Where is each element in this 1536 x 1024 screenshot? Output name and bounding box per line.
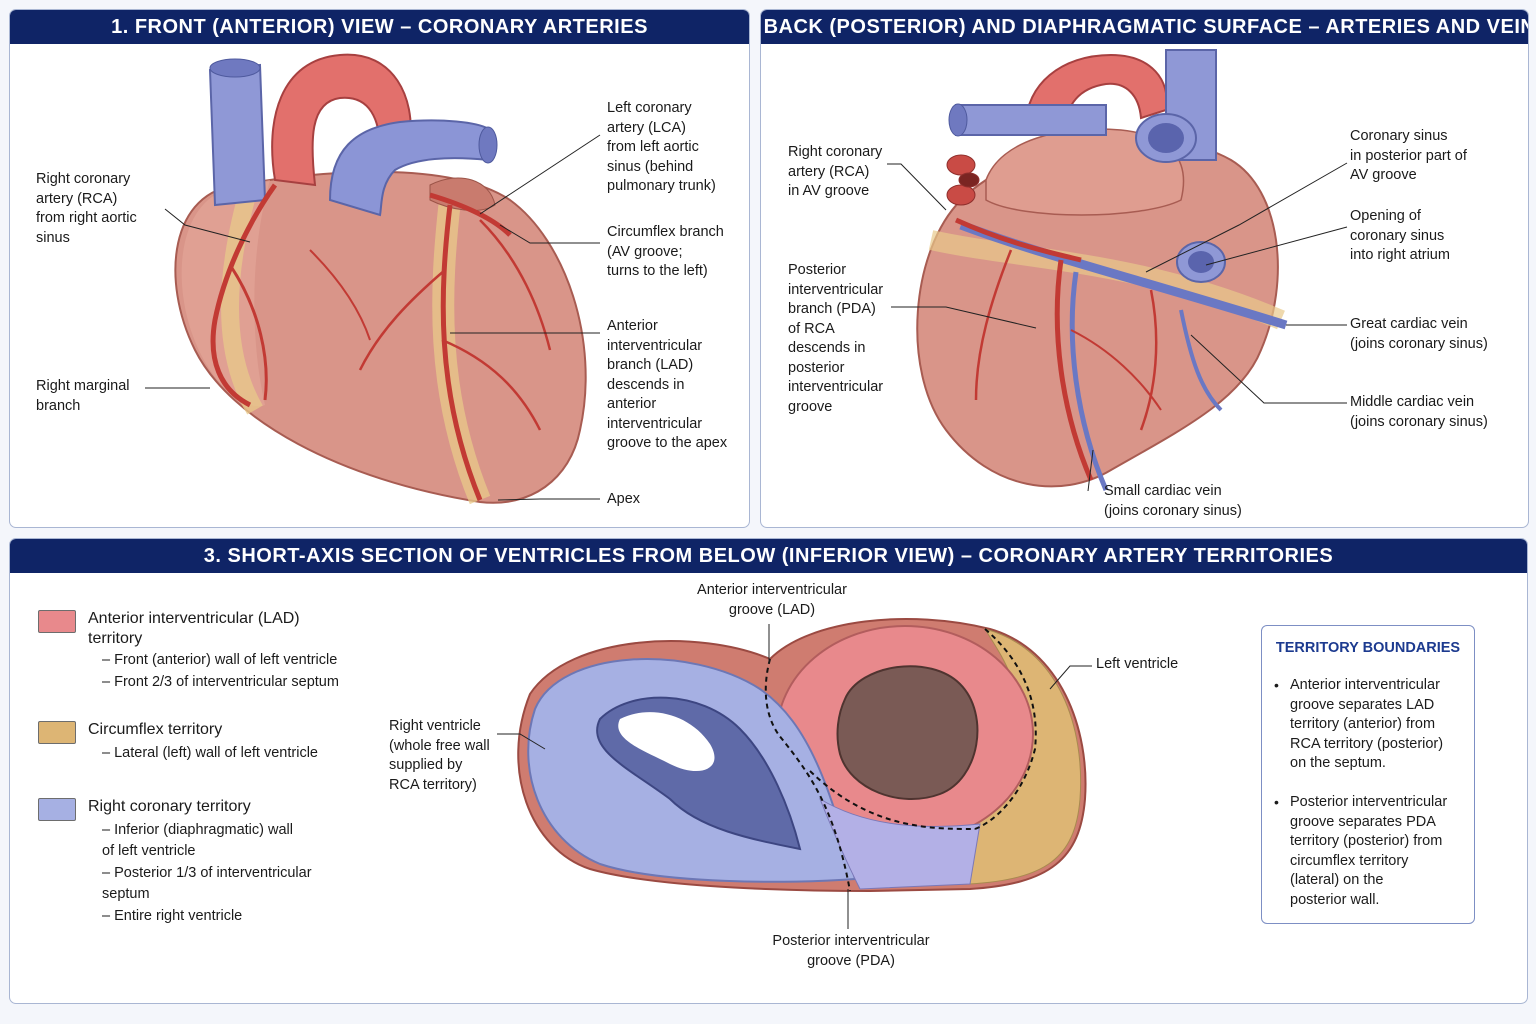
left-ventricle-label: Left ventricle: [1096, 656, 1179, 672]
back-view-title: 2. BACK (POSTERIOR) AND DIAPHRAGMATIC SU…: [761, 10, 1528, 44]
posterior-groove-label: Posterior interventricular groove (PDA): [772, 933, 930, 969]
rca-label: Right coronary artery (RCA) from right a…: [36, 171, 137, 246]
apex-label: Apex: [607, 491, 641, 507]
section-view-panel: 3. SHORT-AXIS SECTION OF VENTRICLES FROM…: [9, 538, 1528, 1004]
section-view-title: 3. SHORT-AXIS SECTION OF VENTRICLES FROM…: [10, 539, 1527, 573]
coronary-sinus-opening-label: Opening of coronary sinus into right atr…: [1350, 208, 1450, 263]
small-cardiac-vein-label: Small cardiac vein (joins coronary sinus…: [1104, 483, 1242, 519]
legend-rca-item: – Inferior (diaphragmatic) wall of left …: [102, 822, 293, 859]
bullet-icon: •: [1274, 794, 1279, 810]
legend-rca-item: – Posterior 1/3 of interventricular sept…: [102, 865, 312, 902]
lad-label: Anterior interventricular branch (LAD) d…: [607, 318, 728, 451]
middle-cardiac-vein-label: Middle cardiac vein (joins coronary sinu…: [1350, 394, 1488, 430]
legend-rca-title: Right coronary territory: [88, 798, 251, 815]
circumflex-label: Circumflex branch (AV groove; turns to t…: [607, 224, 724, 279]
bullet-icon: •: [1274, 677, 1279, 693]
rca-av-groove-label: Right coronary artery (RCA) in AV groove: [788, 144, 883, 199]
territory-boundaries-box: TERRITORY BOUNDARIES • Anterior interven…: [1261, 625, 1475, 924]
front-view-panel: 1. FRONT (ANTERIOR) VIEW – CORONARY ARTE…: [9, 9, 750, 528]
anterior-groove-label: Anterior interventricular groove (LAD): [697, 582, 847, 618]
front-heart-illustration: [145, 53, 601, 505]
legend-circumflex-swatch: [38, 721, 76, 744]
legend-lad-swatch: [38, 610, 76, 633]
legend-circumflex-item: – Lateral (left) wall of left ventricle: [102, 745, 318, 761]
boundary-item: Posterior interventricular groove separa…: [1290, 794, 1448, 908]
legend-rca-swatch: [38, 798, 76, 821]
ventricle-section-illustration: [497, 618, 1092, 929]
legend-circumflex-title: Circumflex territory: [88, 721, 223, 738]
right-marginal-label: Right marginal branch: [36, 378, 130, 414]
legend-lad-title: Anterior interventricular (LAD) territor…: [88, 610, 300, 647]
great-cardiac-vein-label: Great cardiac vein (joins coronary sinus…: [1350, 316, 1488, 352]
legend-lad-item: – Front 2/3 of interventricular septum: [102, 674, 339, 690]
back-heart-illustration: [887, 49, 1348, 492]
legend-rca-item: – Entire right ventricle: [102, 908, 243, 924]
legend-lad-item: – Front (anterior) wall of left ventricl…: [102, 652, 338, 668]
right-ventricle-label: Right ventricle (whole free wall supplie…: [389, 718, 490, 793]
pda-label: Posterior interventricular branch (PDA) …: [788, 262, 884, 415]
lca-label: Left coronary artery (LCA) from left aor…: [607, 100, 716, 194]
boundary-item: Anterior interventricular groove separat…: [1290, 677, 1444, 771]
territory-boundaries-title: TERRITORY BOUNDARIES: [1275, 640, 1461, 656]
back-view-panel: 2. BACK (POSTERIOR) AND DIAPHRAGMATIC SU…: [760, 9, 1529, 528]
front-view-title: 1. FRONT (ANTERIOR) VIEW – CORONARY ARTE…: [10, 10, 749, 44]
coronary-sinus-label: Coronary sinus in posterior part of AV g…: [1350, 128, 1467, 183]
